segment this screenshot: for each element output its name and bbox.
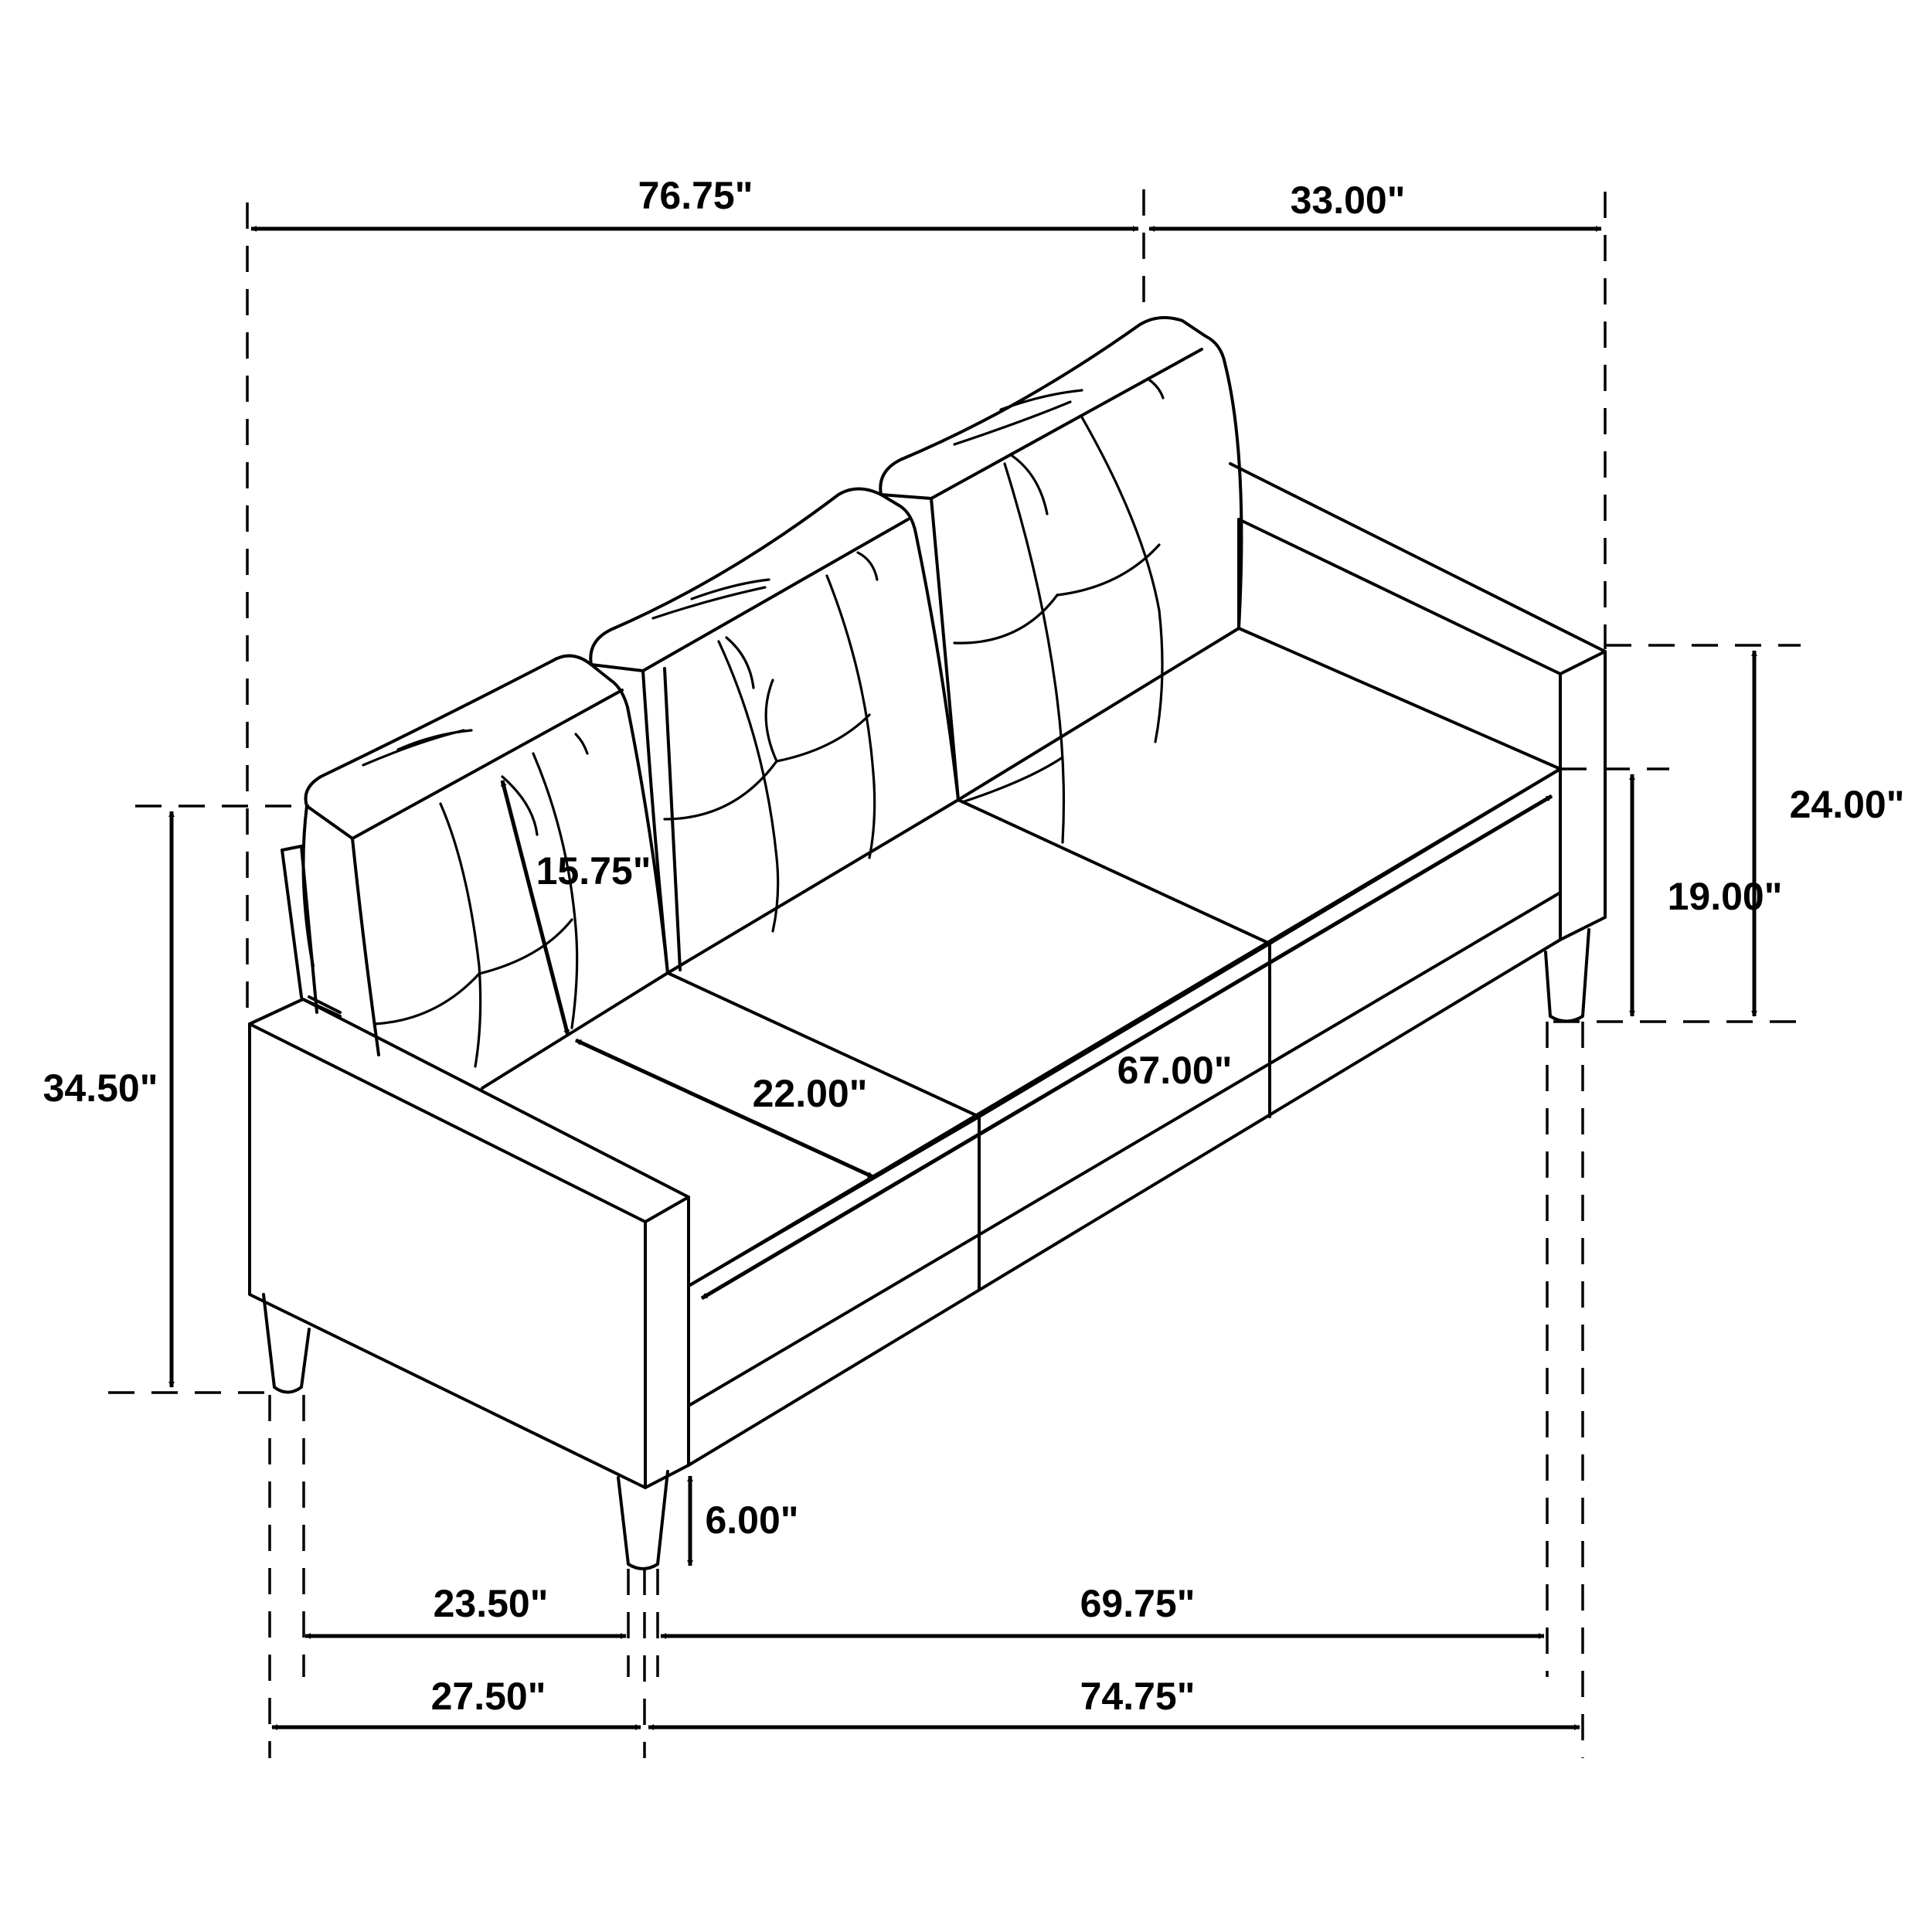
seat-depth-label: 22.00" xyxy=(753,1072,868,1115)
base-depth-label: 27.50" xyxy=(431,1675,546,1718)
overall-height-label: 34.50" xyxy=(43,1066,158,1110)
base-width-label: 74.75" xyxy=(1080,1675,1196,1718)
back-height-label: 15.75" xyxy=(536,849,651,893)
leg-width-span-label: 69.75" xyxy=(1080,1582,1196,1625)
leg-depth-span-label: 23.50" xyxy=(434,1582,549,1625)
overall-width-label: 76.75" xyxy=(638,174,753,217)
leg-height-label: 6.00" xyxy=(705,1498,798,1542)
seat-height-label: 19.00" xyxy=(1668,875,1783,918)
back-cushion-right xyxy=(879,316,1243,844)
sofa-drawing xyxy=(248,316,1607,1570)
arm-height-label: 24.00" xyxy=(1790,783,1905,826)
left-arm xyxy=(248,845,690,1489)
dimension-arrows xyxy=(168,226,1757,1730)
back-cushion-middle xyxy=(589,487,960,975)
dimension-labels: 76.75" 33.00" 34.50" 24.00" 19.00" 15.75… xyxy=(43,174,1905,1718)
seat-width-label: 67.00" xyxy=(1117,1049,1233,1092)
legs xyxy=(262,928,1590,1570)
right-arm xyxy=(1229,462,1607,941)
overall-depth-label: 33.00" xyxy=(1291,179,1406,222)
